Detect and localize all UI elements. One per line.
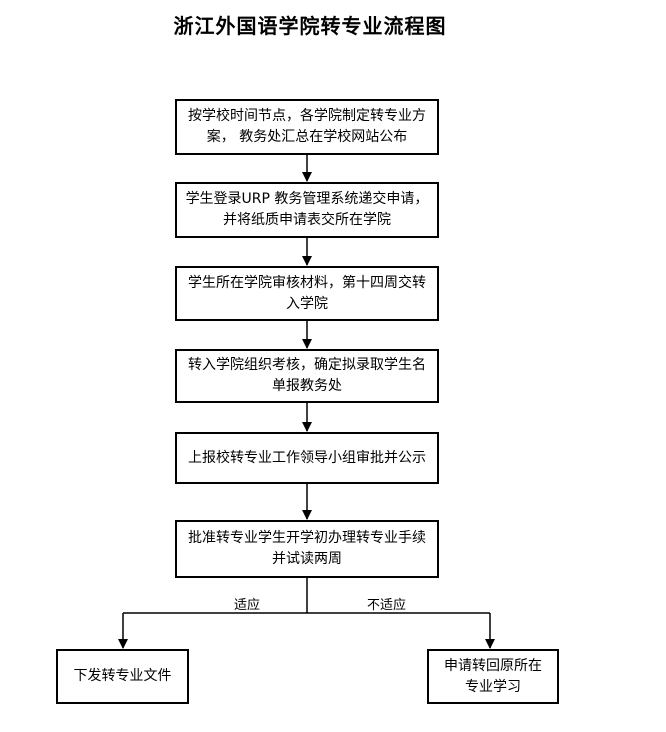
step-6-box: 批准转专业学生开学初办理转专业手续并试读两周 [175,520,439,578]
step-4-box: 转入学院组织考核，确定拟录取学生名单报教务处 [175,349,439,403]
step-5-box: 上报校转专业工作领导小组审批并公示 [175,432,439,484]
step-1-box: 按学校时间节点，各学院制定转专业方案， 教务处汇总在学校网站公布 [175,99,439,155]
step-6-line1: 批准转专业学生开学初办理转专业手续 [188,530,426,546]
branch-label-not-adapt: 不适应 [367,598,407,613]
step-4-line2: 单报教务处 [272,378,342,394]
result-right-line2: 专业学习 [465,678,521,695]
step-5-line1: 上报校转专业工作领导小组审批并公示 [188,449,426,466]
step-3-box: 学生所在学院审核材料，第十四周交转入学院 [175,266,439,321]
step-2-line2: 并将纸质申请表交所在学院 [223,212,391,228]
step-6-line2: 并试读两周 [272,551,342,567]
flowchart-title: 浙江外国语学院转专业流程图 [173,14,447,38]
result-left-box: 下发转专业文件 [56,649,189,704]
step-3-line2: 入学院 [286,295,328,312]
step-2-line1: 学生登录URP 教务管理系统递交申请， [185,191,429,207]
step-2-box: 学生登录URP 教务管理系统递交申请， 并将纸质申请表交所在学院 [175,182,439,238]
step-1-line2: 案， 教务处汇总在学校网站公布 [206,129,408,145]
result-right-box: 申请转回原所在专业学习 [427,649,559,704]
step-1-line1: 按学校时间节点，各学院制定转专业方 [188,108,426,124]
step-4-line1: 转入学院组织考核，确定拟录取学生名 [188,357,426,373]
branch-label-adapt: 适应 [234,598,261,613]
result-left-line1: 下发转专业文件 [73,668,172,684]
result-right-line1: 申请转回原所在 [444,657,542,674]
step-3-line1: 学生所在学院审核材料，第十四周交转 [188,274,426,291]
